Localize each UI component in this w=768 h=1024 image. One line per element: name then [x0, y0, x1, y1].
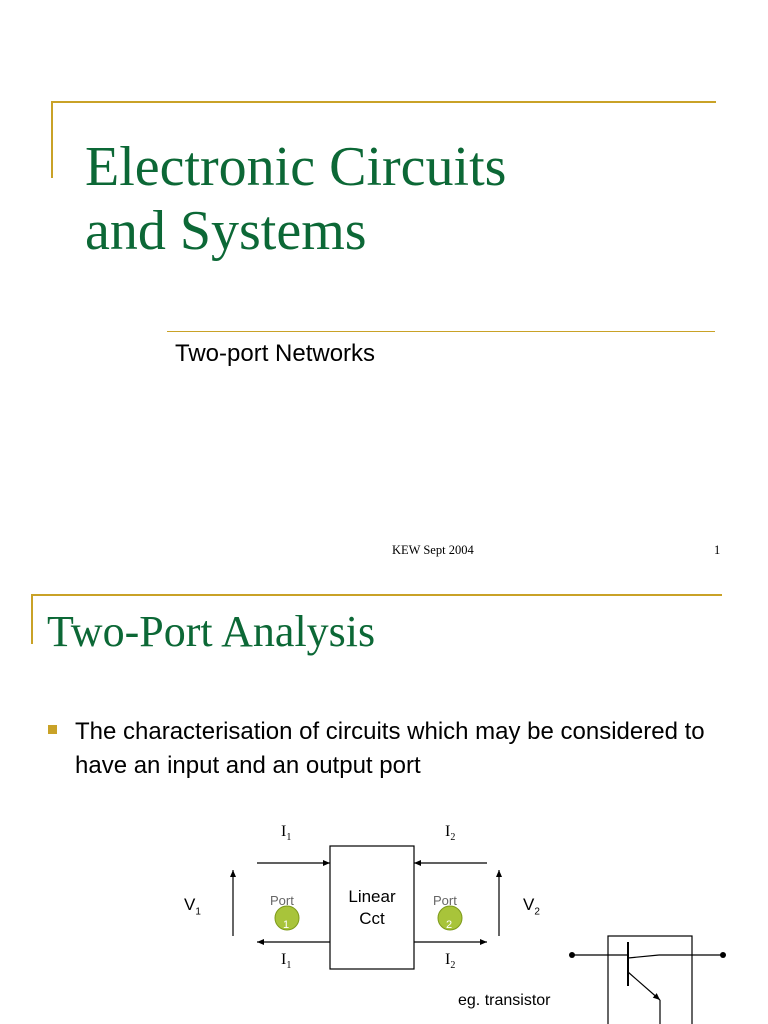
title-rule-left	[51, 101, 53, 178]
page-number: 1	[714, 543, 721, 557]
transistor-node-left	[569, 952, 575, 958]
slide-subtitle: Two-port Networks	[175, 340, 376, 367]
current-label-i1-top: I1	[281, 823, 292, 844]
linear-circuit-label-line1: Linear	[348, 887, 396, 906]
title-slide: Electronic Circuits and Systems Two-port…	[51, 101, 721, 557]
voltage-label-v1: V1	[184, 895, 201, 918]
voltage-label-v2: V2	[523, 895, 540, 918]
port1-dot	[274, 905, 300, 931]
transistor-emitter	[627, 971, 661, 1001]
linear-circuit-label: Linear Cct	[330, 886, 414, 930]
title-rule-left	[31, 594, 33, 644]
port1-number: 1	[283, 919, 290, 931]
subtitle-rule	[167, 331, 715, 332]
bullet-text: The characterisation of circuits which m…	[75, 718, 705, 779]
slide-title: Two-Port Analysis	[47, 607, 376, 656]
transistor-node-right	[720, 952, 726, 958]
port2-dot	[437, 905, 463, 931]
transistor-box	[607, 935, 693, 1024]
port2-number: 2	[446, 919, 453, 931]
slide-title-line2: and Systems	[85, 200, 367, 262]
port2-label: Port	[433, 893, 457, 908]
slide-title-line1: Electronic Circuits	[85, 136, 507, 198]
current-label-i1-bottom: I1	[281, 951, 292, 972]
port1-label: Port	[270, 893, 294, 908]
linear-circuit-label-line2: Cct	[359, 909, 385, 928]
bullet-marker	[48, 725, 57, 734]
transistor-collector	[627, 954, 660, 959]
slide-title: Electronic Circuits and Systems	[85, 135, 506, 263]
current-label-i2-bottom: I2	[445, 951, 456, 972]
footer-author-date: KEW Sept 2004	[392, 543, 474, 557]
current-label-i2-top: I2	[445, 823, 456, 844]
title-rule-top	[52, 101, 716, 103]
linear-circuit-box	[329, 845, 415, 970]
example-label: eg. transistor	[458, 992, 551, 1009]
title-rule-top	[32, 594, 722, 596]
